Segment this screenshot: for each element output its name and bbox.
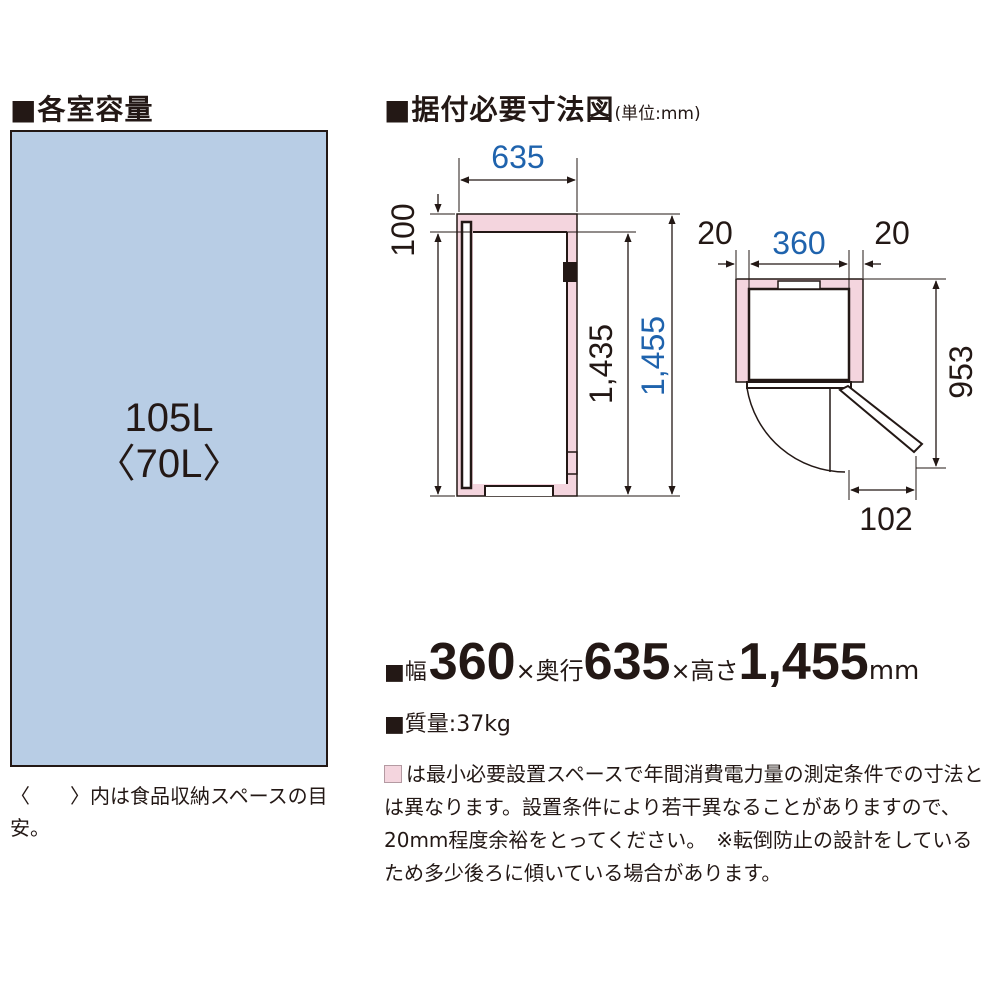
dimensions-summary: ■幅 360 ×奥行 635 ×高さ 1,455 mm (384, 632, 919, 692)
top-right-clearance-label: 20 (874, 215, 910, 251)
top-depth-with-door-label: 953 (943, 345, 979, 398)
side-view: 635 100 1,435 1,455 (385, 139, 680, 497)
mass-line: ■質量:37kg (384, 712, 511, 737)
dims-sep-depth: ×奥行 (515, 657, 584, 685)
side-handle (567, 451, 578, 475)
side-hinge (563, 262, 577, 282)
top-view: 20 360 20 953 102 (697, 215, 979, 537)
install-note-text: は最小必要設置スペースで年間消費電力量の測定条件での寸法とは異なります。設置条件… (384, 762, 984, 885)
side-body-inner (473, 232, 567, 484)
capacity-heading: ■各室容量 (10, 93, 154, 126)
top-back-bracket (777, 280, 821, 290)
top-door-closed (746, 381, 852, 389)
door-swing-arc (746, 387, 846, 473)
capacity-total: 105L (124, 396, 214, 440)
capacity-note: 〈 〉内は食品収納スペースの目安。 (10, 784, 328, 840)
top-door-open (838, 384, 924, 454)
pink-swatch-icon (384, 765, 402, 783)
side-depth-label: 635 (491, 139, 544, 175)
dimension-heading: ■据付必要寸法図(単位:mm) (384, 88, 701, 128)
dimension-heading-unit: (単位:mm) (614, 104, 701, 124)
dims-width-value: 360 (428, 633, 516, 691)
capacity-box (10, 130, 328, 767)
side-top-clearance-label: 100 (385, 203, 421, 256)
install-note: は最小必要設置スペースで年間消費電力量の測定条件での寸法とは異なります。設置条件… (384, 758, 992, 890)
side-base (484, 485, 554, 496)
side-total-height-label: 1,455 (635, 316, 671, 396)
top-door-offset-label: 102 (859, 501, 912, 537)
dims-depth-value: 635 (583, 633, 671, 691)
dims-sep-height: ×高さ (670, 657, 739, 685)
dimension-heading-title: ■据付必要寸法図 (384, 93, 615, 126)
top-width-label: 360 (772, 225, 825, 261)
side-body-height-label: 1,435 (583, 324, 619, 404)
top-body (747, 287, 851, 382)
capacity-food: 〈70L〉 (95, 442, 243, 486)
top-left-clearance-label: 20 (697, 215, 733, 251)
dims-prefix: ■幅 (384, 660, 427, 685)
dims-height-value: 1,455 (738, 633, 869, 691)
side-door (460, 220, 473, 490)
capacity-values: 105L 〈70L〉 (10, 395, 328, 487)
dims-unit: mm (868, 656, 920, 686)
